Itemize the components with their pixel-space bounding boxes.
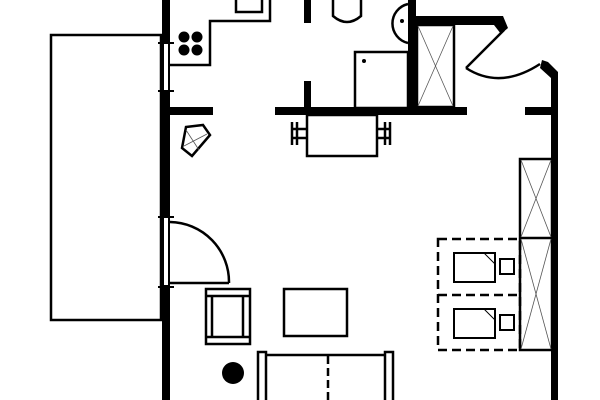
entrance-closet <box>415 23 456 109</box>
pillow <box>453 308 496 339</box>
pillow <box>453 252 496 283</box>
sofa <box>256 350 395 400</box>
plant-icon <box>180 123 212 158</box>
washbasin <box>391 2 409 45</box>
left-wall <box>158 0 174 400</box>
kitchen-counter <box>170 0 272 67</box>
balcony <box>49 33 163 322</box>
beds <box>436 237 522 352</box>
interior-walls <box>170 0 558 400</box>
wardrobe <box>518 157 554 352</box>
armchair <box>204 287 252 346</box>
washbasin-drain <box>400 19 404 23</box>
coffee-table <box>282 287 349 338</box>
window <box>158 216 174 288</box>
entrance-door <box>465 29 541 80</box>
nightstand <box>499 314 515 331</box>
shower-drain <box>362 59 366 63</box>
dining-chair <box>290 122 306 145</box>
stove-icon <box>178 31 203 56</box>
dining-chair <box>378 122 392 145</box>
dining-table <box>305 113 379 158</box>
window <box>158 42 174 92</box>
shower <box>353 50 410 110</box>
nightstand <box>499 258 515 275</box>
kitchen-sink <box>234 0 264 14</box>
floor-lamp <box>222 362 244 384</box>
balcony-door <box>169 220 231 285</box>
toilet <box>331 0 363 24</box>
